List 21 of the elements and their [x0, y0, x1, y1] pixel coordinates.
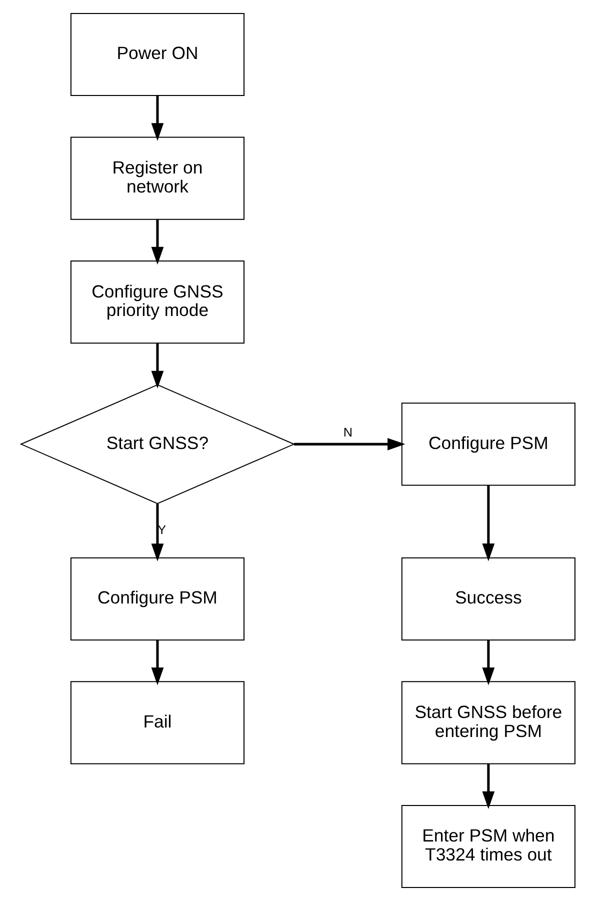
node-box: Register on network: [70, 136, 244, 220]
node-diamond: Start GNSS?: [20, 384, 296, 504]
node-box: Configure GNSS priority mode: [70, 260, 244, 344]
arrow: [482, 764, 495, 810]
node-box: Success: [401, 557, 576, 640]
arrow: [151, 96, 164, 141]
node-box: Start GNSS before entering PSM: [401, 681, 576, 764]
edge-label: Y: [158, 522, 166, 537]
arrow: [151, 504, 164, 562]
arrow: [294, 438, 406, 450]
arrow: [151, 343, 164, 389]
node-box: Fail: [70, 681, 244, 764]
arrow: [482, 640, 495, 686]
arrow: [482, 485, 495, 562]
node-box: Configure PSM: [70, 557, 244, 640]
node-box: Enter PSM when T3324 times out: [401, 804, 576, 888]
edge-label: N: [343, 426, 352, 440]
arrow: [151, 640, 164, 686]
arrow: [151, 220, 164, 265]
node-box: Configure PSM: [401, 402, 576, 486]
node-box: Power ON: [70, 12, 244, 96]
